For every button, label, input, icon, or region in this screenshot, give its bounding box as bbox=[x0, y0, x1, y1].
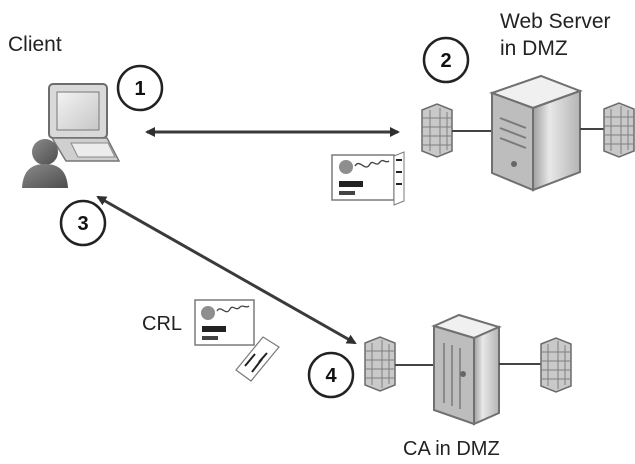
client-ca-arrow bbox=[96, 195, 357, 345]
web-server-label: Web Server in DMZ bbox=[500, 8, 611, 62]
ca-server-icon bbox=[431, 313, 502, 426]
ca-left-firewall-icon bbox=[364, 336, 396, 392]
step-1-badge: 1 bbox=[116, 64, 164, 112]
web-server-label-line-1: Web Server bbox=[500, 10, 611, 33]
ca-label: CA in DMZ bbox=[403, 438, 500, 460]
step-2-number: 2 bbox=[440, 50, 451, 72]
step-1-number: 1 bbox=[134, 78, 145, 100]
step-3-number: 3 bbox=[77, 213, 88, 235]
web-server-certificate-stack-icon bbox=[393, 151, 405, 206]
step-2-badge: 2 bbox=[422, 36, 470, 84]
step-4-number: 4 bbox=[325, 365, 337, 387]
web-server-left-firewall-icon bbox=[421, 103, 453, 158]
ca-right-firewall-icon bbox=[540, 337, 572, 393]
web-server-label-line-2: in DMZ bbox=[500, 37, 568, 60]
client-computer-icon bbox=[48, 83, 121, 162]
crl-certificate-icon bbox=[194, 299, 255, 346]
web-server-right-firewall-icon bbox=[603, 102, 635, 158]
step-4-badge: 4 bbox=[307, 351, 355, 399]
step-3-badge: 3 bbox=[59, 199, 107, 247]
web-server-certificate-icon bbox=[331, 154, 395, 201]
client-label: Client bbox=[8, 33, 62, 56]
crl-document-icon bbox=[235, 336, 280, 382]
user-person-icon bbox=[22, 139, 68, 188]
web-server-icon bbox=[489, 74, 583, 192]
crl-label: CRL bbox=[142, 313, 183, 335]
